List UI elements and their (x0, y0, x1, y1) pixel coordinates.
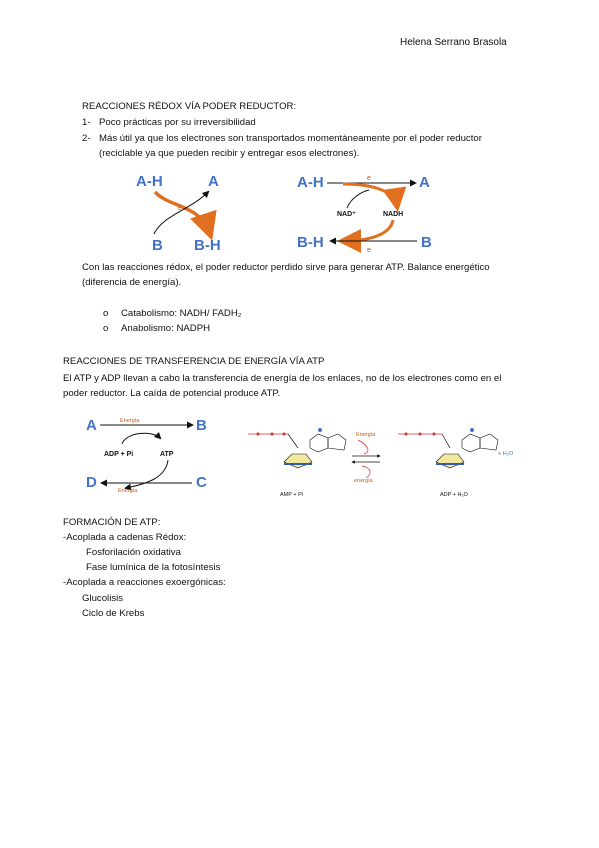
bullet-text: Catabolismo: NADH/ FADH₂ (121, 308, 242, 319)
electron-arrow-bottom (337, 219, 395, 253)
label-a: A (419, 174, 430, 191)
label-b: B (421, 234, 432, 251)
hydrolysis-arrow (124, 459, 169, 491)
list-line: Fase lumínica de la fotosíntesis (86, 562, 221, 573)
label-plus-h2o: + H₂O (498, 451, 514, 457)
section1-title: REACCIONES RÉDOX VÍA PODER REDUCTOR: (82, 101, 297, 112)
paragraph-line: Con las reacciones rédox, el poder reduc… (82, 262, 490, 273)
label-a: A (86, 417, 97, 434)
list-number: 1- (82, 117, 91, 128)
amp-adp-structure-diagram: AMP + Pi Energía energía ADP + H₂O + H₂O (248, 428, 514, 498)
author-name: Helena Serrano Brasola (400, 37, 507, 48)
list-item: 1- Poco prácticas por su irreversibilidad (82, 117, 256, 129)
list-item-continuation: (reciclable ya que pueden recibir y entr… (99, 148, 360, 159)
label-b: B (196, 417, 207, 434)
list-line: Ciclo de Krebs (82, 608, 145, 619)
list-text: Más útil ya que los electrones son trans… (99, 133, 482, 144)
list-line: -Acoplada a reacciones exoergónicas: (63, 577, 226, 588)
label-a: A (208, 173, 219, 190)
label-electron: e (178, 205, 182, 212)
bullet-marker: o (103, 323, 109, 334)
list-line: -Acoplada a cadenas Rédox: (63, 532, 187, 543)
label-nad: NAD⁺ (337, 211, 356, 218)
list-line: Fosforilación oxidativa (86, 547, 181, 558)
list-item: 2- Más útil ya que los electrones son tra… (82, 133, 482, 145)
atp-coupling-diagram: A B Energía ADP + Pi ATP D C Energía (86, 417, 207, 494)
label-c: C (196, 474, 207, 491)
label-bh: B-H (297, 234, 324, 251)
label-energia-top: Energía (120, 418, 140, 424)
label-adp: ADP + Pi (104, 451, 133, 458)
bullet-marker: o (103, 308, 109, 319)
paragraph-line: poder reductor. La caída de potencial pr… (63, 388, 281, 399)
bullet-item: o Anabolismo: NADPH (103, 323, 210, 335)
label-amp: AMP + Pi (280, 492, 303, 498)
return-arrow (153, 190, 210, 235)
amp-molecule-icon (248, 428, 347, 469)
electron-arrow-top (342, 182, 407, 212)
bullet-text: Anabolismo: NADPH (121, 323, 211, 334)
label-ah: A-H (297, 174, 324, 191)
label-d: D (86, 474, 97, 491)
label-b: B (152, 237, 163, 254)
bullet-item: o Catabolismo: NADH/ FADH₂ (103, 308, 241, 320)
list-text: Poco prácticas por su irreversibilidad (99, 117, 256, 128)
label-nadh: NADH (383, 211, 403, 218)
adp-molecule-icon (398, 428, 499, 469)
paragraph-line: (diferencia de energía). (82, 277, 182, 288)
paragraph-line: El ATP y ADP llevan a cabo la transferen… (63, 373, 502, 384)
label-adp-h2o: ADP + H₂O (440, 492, 469, 498)
list-number: 2- (82, 133, 91, 144)
return-arrow (346, 189, 370, 209)
list-line: Glucolisis (82, 593, 124, 604)
label-electron-top: e (367, 175, 371, 182)
label-energia-top: Energía (356, 432, 376, 438)
section3-title: FORMACIÓN DE ATP: (63, 517, 161, 528)
synthesis-arrow (121, 431, 162, 445)
label-energia-bottom: Energía (118, 488, 138, 494)
nad-cycle-diagram: A-H A e NAD⁺ NADH B-H B e (297, 174, 432, 254)
label-ah: A-H (136, 173, 163, 190)
label-bh: B-H (194, 237, 221, 254)
label-electron-bottom: e (367, 247, 371, 254)
label-energia-bottom: energía (354, 478, 374, 484)
label-atp: ATP (160, 451, 174, 458)
electron-arrow (153, 190, 217, 241)
redox-cross-diagram: A-H A B B-H e (136, 173, 221, 254)
section2-title: REACCIONES DE TRANSFERENCIA DE ENERGÍA V… (63, 356, 325, 367)
